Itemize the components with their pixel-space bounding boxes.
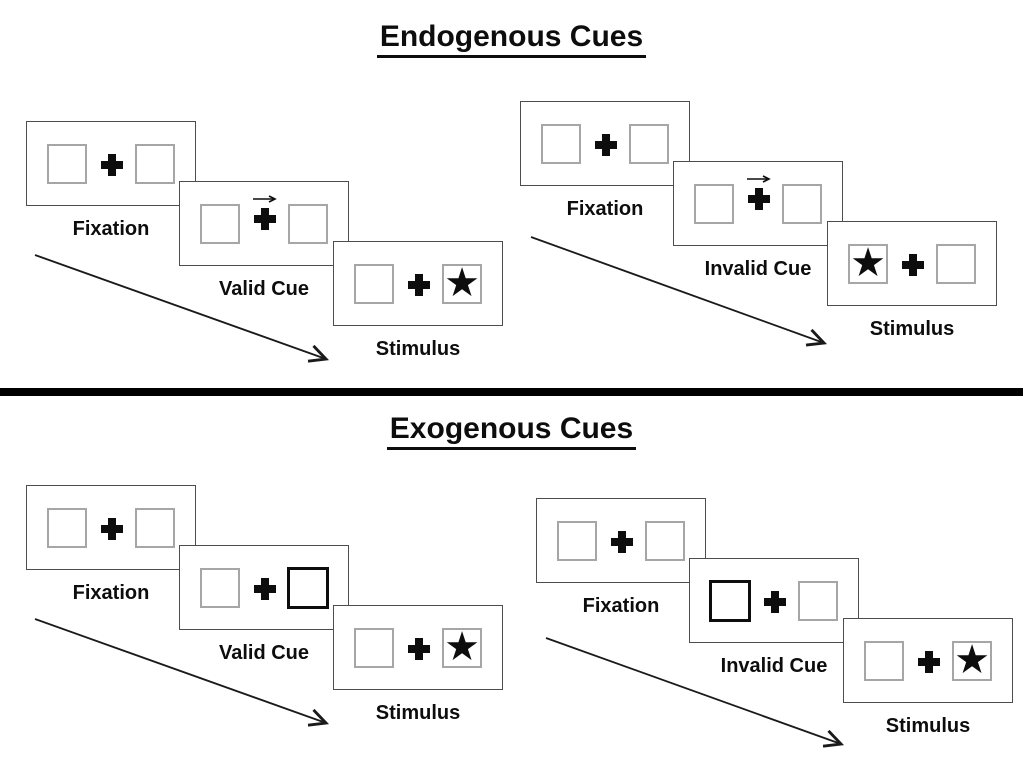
right-box: ★ (442, 260, 482, 305)
right-arrow-cue-icon (253, 195, 277, 203)
fixation-cross-icon (611, 531, 633, 553)
panel-valid-cue (179, 545, 349, 630)
fixation-cross-icon (748, 188, 770, 210)
section-title-endogenous: Endogenous Cues (0, 20, 1023, 58)
star-icon: ★ (850, 240, 886, 285)
fixation-cross-icon (408, 638, 430, 660)
right-box (288, 204, 328, 244)
fixation-cross-icon (254, 208, 276, 230)
right-box-highlighted-cue (287, 567, 329, 609)
panel-label-stimulus: Stimulus (869, 318, 955, 340)
panel-fixation (536, 498, 706, 583)
panel-stimulus: ★ (333, 241, 503, 326)
fixation-cross-icon (101, 518, 123, 540)
star-icon: ★ (444, 260, 480, 305)
left-box (354, 264, 394, 304)
panel-label-invalid-cue: Invalid Cue (704, 258, 812, 280)
right-box (645, 521, 685, 561)
panel-fixation (26, 121, 196, 206)
section-title-text: Exogenous Cues (386, 412, 637, 450)
left-box (47, 508, 87, 548)
sequence-arrow-icon (530, 236, 828, 347)
panel-label-fixation: Fixation (566, 198, 644, 220)
sequence-arrow-icon (545, 637, 845, 748)
right-box (629, 124, 669, 164)
left-box (200, 568, 240, 608)
trial-sequence-exogenous-valid: Fixation Valid Cue ★ Stimulus (26, 485, 526, 750)
left-box (354, 628, 394, 668)
trial-sequence-endogenous-invalid: Fixation Invalid Cue ★ Stimulus (520, 101, 1020, 366)
panel-stimulus: ★ (333, 605, 503, 690)
panel-fixation (26, 485, 196, 570)
right-box: ★ (952, 637, 992, 682)
sequence-arrow-icon (34, 618, 330, 727)
panel-label-stimulus: Stimulus (375, 338, 461, 360)
trial-sequence-exogenous-invalid: Fixation Invalid Cue ★ Stimulus (536, 498, 1023, 763)
trial-sequence-endogenous-valid: Fixation Valid Cue ★ Stimulus (26, 121, 526, 386)
panel-stimulus: ★ (827, 221, 997, 306)
right-box (135, 144, 175, 184)
right-box: ★ (442, 624, 482, 669)
panel-valid-cue (179, 181, 349, 266)
section-title-exogenous: Exogenous Cues (0, 412, 1023, 450)
left-box (694, 184, 734, 224)
sequence-arrow-icon (34, 254, 330, 363)
left-box-highlighted-cue (709, 580, 751, 622)
right-box (936, 244, 976, 284)
right-box (798, 581, 838, 621)
panel-fixation (520, 101, 690, 186)
panel-label-fixation: Fixation (72, 218, 150, 240)
fixation-cross-icon (764, 591, 786, 613)
fixation-cross-icon (101, 154, 123, 176)
section-title-text: Endogenous Cues (376, 20, 647, 58)
panel-invalid-cue (673, 161, 843, 246)
fixation-cross-icon (254, 578, 276, 600)
panel-label-fixation: Fixation (72, 582, 150, 604)
right-arrow-cue-icon (747, 175, 771, 183)
left-box (557, 521, 597, 561)
fixation-cross-icon (918, 651, 940, 673)
left-box: ★ (848, 240, 888, 285)
fixation-cross-icon (902, 254, 924, 276)
fixation-cross-icon (595, 134, 617, 156)
left-box (47, 144, 87, 184)
section-divider (0, 388, 1023, 396)
star-icon: ★ (954, 637, 990, 682)
panel-invalid-cue (689, 558, 859, 643)
left-box (541, 124, 581, 164)
panel-label-stimulus: Stimulus (375, 702, 461, 724)
panel-stimulus: ★ (843, 618, 1013, 703)
panel-label-stimulus: Stimulus (885, 715, 971, 737)
fixation-cross-icon (408, 274, 430, 296)
panel-label-invalid-cue: Invalid Cue (720, 655, 828, 677)
star-icon: ★ (444, 624, 480, 669)
panel-label-fixation: Fixation (582, 595, 660, 617)
panel-label-valid-cue: Valid Cue (218, 278, 310, 300)
left-box (864, 641, 904, 681)
right-box (135, 508, 175, 548)
panel-label-valid-cue: Valid Cue (218, 642, 310, 664)
left-box (200, 204, 240, 244)
right-box (782, 184, 822, 224)
